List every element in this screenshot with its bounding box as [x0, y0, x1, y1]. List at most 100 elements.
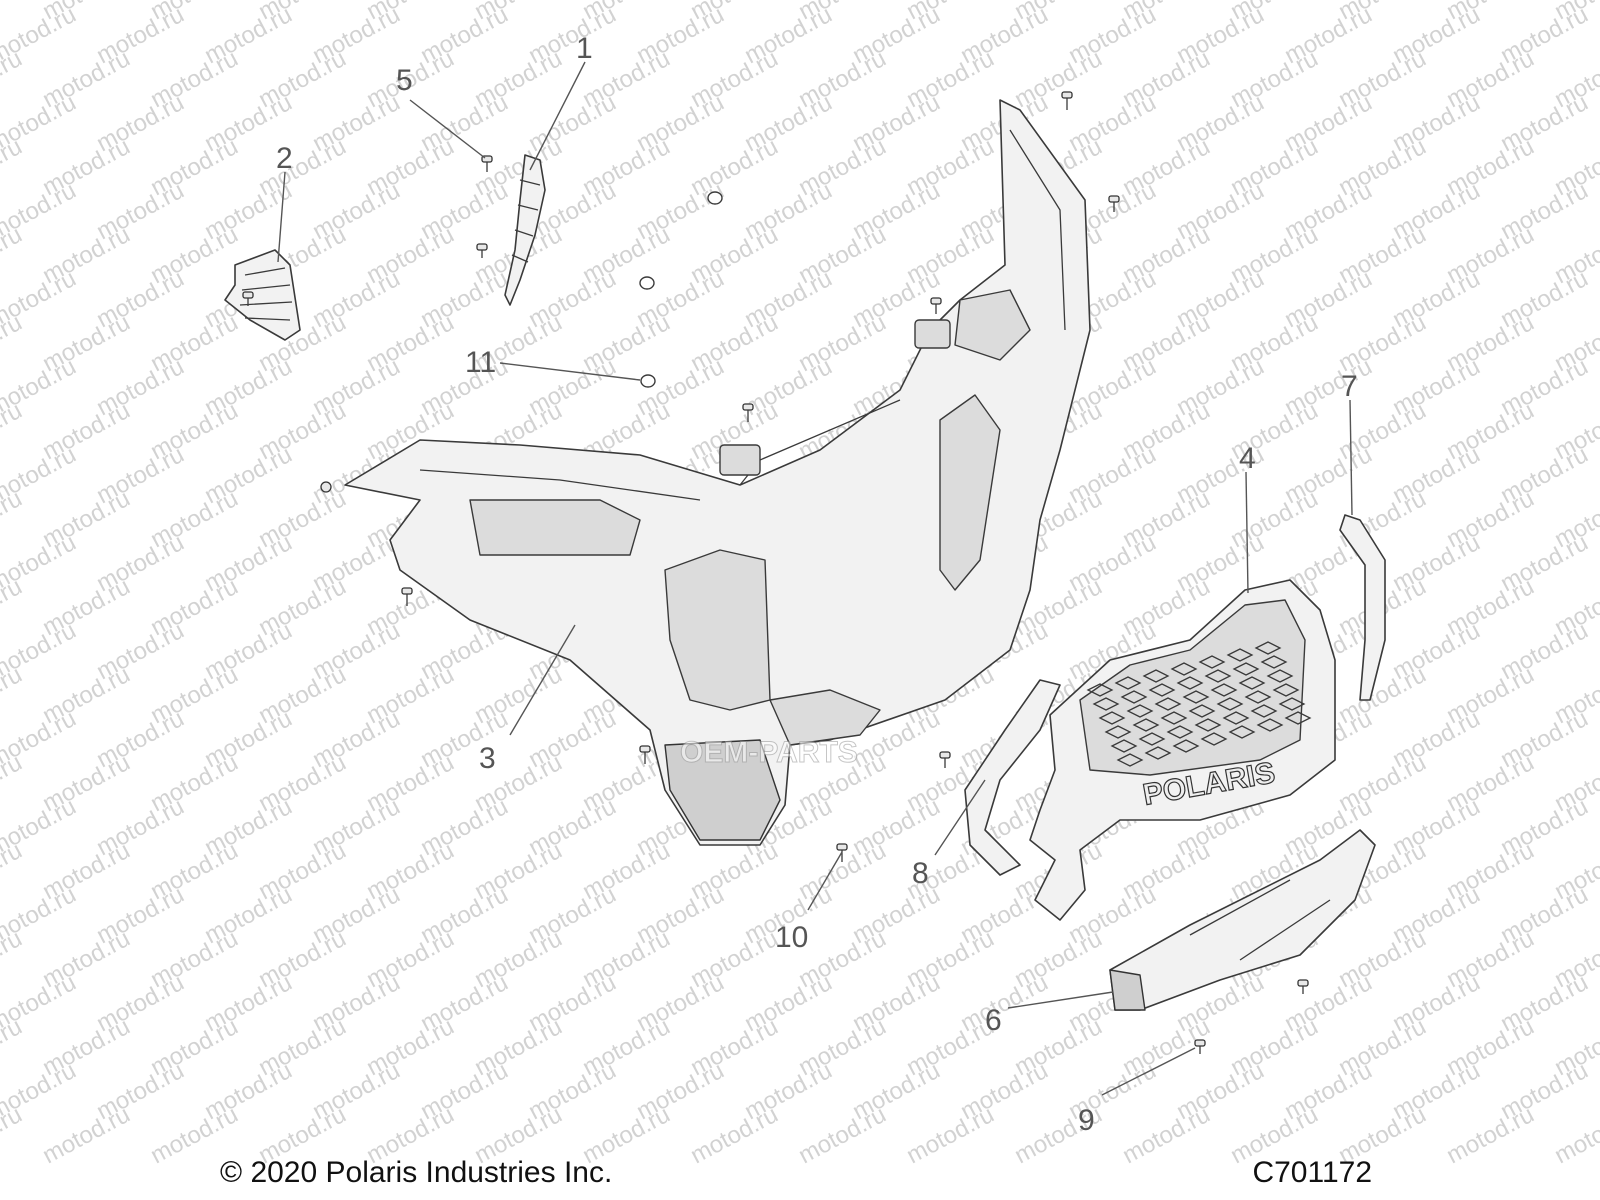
part-1-upper-vent [504, 154, 546, 306]
callout-labels: 1 2 3 4 5 6 7 8 9 10 11 [276, 32, 1358, 1137]
screw-fastener [1297, 979, 1309, 994]
grille-cell [1222, 711, 1250, 725]
grille-cell [1226, 648, 1254, 662]
part-3-front-bumper-frame [344, 99, 1091, 846]
watermark-text: motod.ru [902, 1101, 998, 1169]
grille-cell [1104, 725, 1132, 739]
callout-3: 3 [479, 742, 496, 775]
callout-2: 2 [276, 142, 293, 175]
grille-cell [1216, 697, 1244, 711]
grille-cell [1198, 655, 1226, 669]
screw-fastener [242, 291, 254, 306]
watermark-text: motod.ru [0, 0, 26, 25]
grille-cell [1110, 739, 1138, 753]
grille-cell [1154, 697, 1182, 711]
part-8-left-trim [964, 679, 1061, 876]
screw-fastener [320, 481, 332, 493]
watermark-text: motod.ru [1550, 1101, 1600, 1169]
leader-10 [807, 851, 843, 911]
grille-cell [1182, 690, 1210, 704]
screw-fastener [930, 297, 942, 314]
part-11-grommets [639, 191, 723, 388]
grille-cell [1232, 662, 1260, 676]
grille-cell [1098, 711, 1126, 725]
grille-cell [1138, 732, 1166, 746]
grille-cell [1172, 739, 1200, 753]
screw-fastener [742, 403, 754, 422]
screw-fastener [401, 587, 413, 606]
grille-cell [1272, 683, 1300, 697]
grille-cell [1092, 697, 1120, 711]
screw-fastener [1061, 91, 1073, 110]
grille-cell [1114, 676, 1142, 690]
grille-cell [1188, 704, 1216, 718]
callout-6: 6 [985, 1004, 1002, 1037]
grille-mesh [1086, 641, 1312, 767]
grille-cell [1170, 662, 1198, 676]
callout-8: 8 [912, 857, 929, 890]
grille-cell [1086, 683, 1114, 697]
watermark-text: motod.ru [38, 1101, 134, 1169]
leader-1 [529, 61, 586, 171]
watermark-text: motod.ru [686, 1101, 782, 1169]
leader-9 [1101, 1047, 1196, 1096]
grille-cell [1126, 704, 1154, 718]
grille-cell [1210, 683, 1238, 697]
grille-cell [1254, 641, 1282, 655]
copyright-text: © 2020 Polaris Industries Inc. [220, 1156, 613, 1189]
overlay-watermark: OEM-PARTS [680, 736, 859, 770]
grille-cell [1260, 655, 1288, 669]
leader-11 [499, 362, 641, 381]
grille-cell [1116, 753, 1144, 767]
grille-cell [1120, 690, 1148, 704]
grille-cell [1228, 725, 1256, 739]
leader-8 [934, 779, 986, 856]
screw-fastener [939, 751, 951, 768]
callout-10: 10 [775, 921, 808, 954]
grille-cell [1142, 669, 1170, 683]
part-7-right-trim [1339, 514, 1386, 701]
part-4-front-grille: POLARIS [1029, 579, 1336, 921]
leader-3 [509, 624, 576, 736]
grille-cell [1266, 669, 1294, 683]
grille-cell [1132, 718, 1160, 732]
leader-lines [277, 61, 1353, 1096]
drawing-number: C701172 [1252, 1156, 1372, 1189]
grille-cell [1284, 711, 1312, 725]
screw-fastener [1194, 1039, 1206, 1054]
leader-5 [409, 99, 486, 159]
callout-4: 4 [1239, 442, 1256, 475]
grille-cell [1256, 718, 1284, 732]
callout-5: 5 [396, 64, 413, 97]
grille-cell [1176, 676, 1204, 690]
callout-1: 1 [576, 32, 593, 65]
grille-cell [1144, 746, 1172, 760]
grille-cell [1238, 676, 1266, 690]
watermark-text: motod.ru [1118, 1101, 1214, 1169]
grille-cell [1166, 725, 1194, 739]
grille-cell [1278, 697, 1306, 711]
callout-7: 7 [1341, 370, 1358, 403]
leader-4 [1245, 471, 1249, 594]
callout-9: 9 [1078, 1104, 1095, 1137]
screw-fastener [1108, 195, 1120, 212]
watermark-text: motod.ru [794, 1101, 890, 1169]
leader-7 [1349, 399, 1353, 516]
grille-cell [1244, 690, 1272, 704]
fasteners [242, 91, 1309, 1054]
leader-6 [1007, 991, 1114, 1009]
screw-fastener [639, 745, 651, 764]
grille-cell [1148, 683, 1176, 697]
watermark-text: motod.ru [1442, 1101, 1538, 1169]
leader-2 [277, 171, 286, 263]
grille-cell [1200, 732, 1228, 746]
overlay-watermark-text: OEM-PARTS [680, 736, 858, 769]
callout-11: 11 [465, 346, 496, 379]
part-2-side-grille [224, 249, 301, 341]
grille-cell [1194, 718, 1222, 732]
grille-cell [1160, 711, 1188, 725]
part-6-skid-panel [1109, 829, 1376, 1011]
grille-cell [1250, 704, 1278, 718]
screw-fastener [476, 243, 488, 258]
